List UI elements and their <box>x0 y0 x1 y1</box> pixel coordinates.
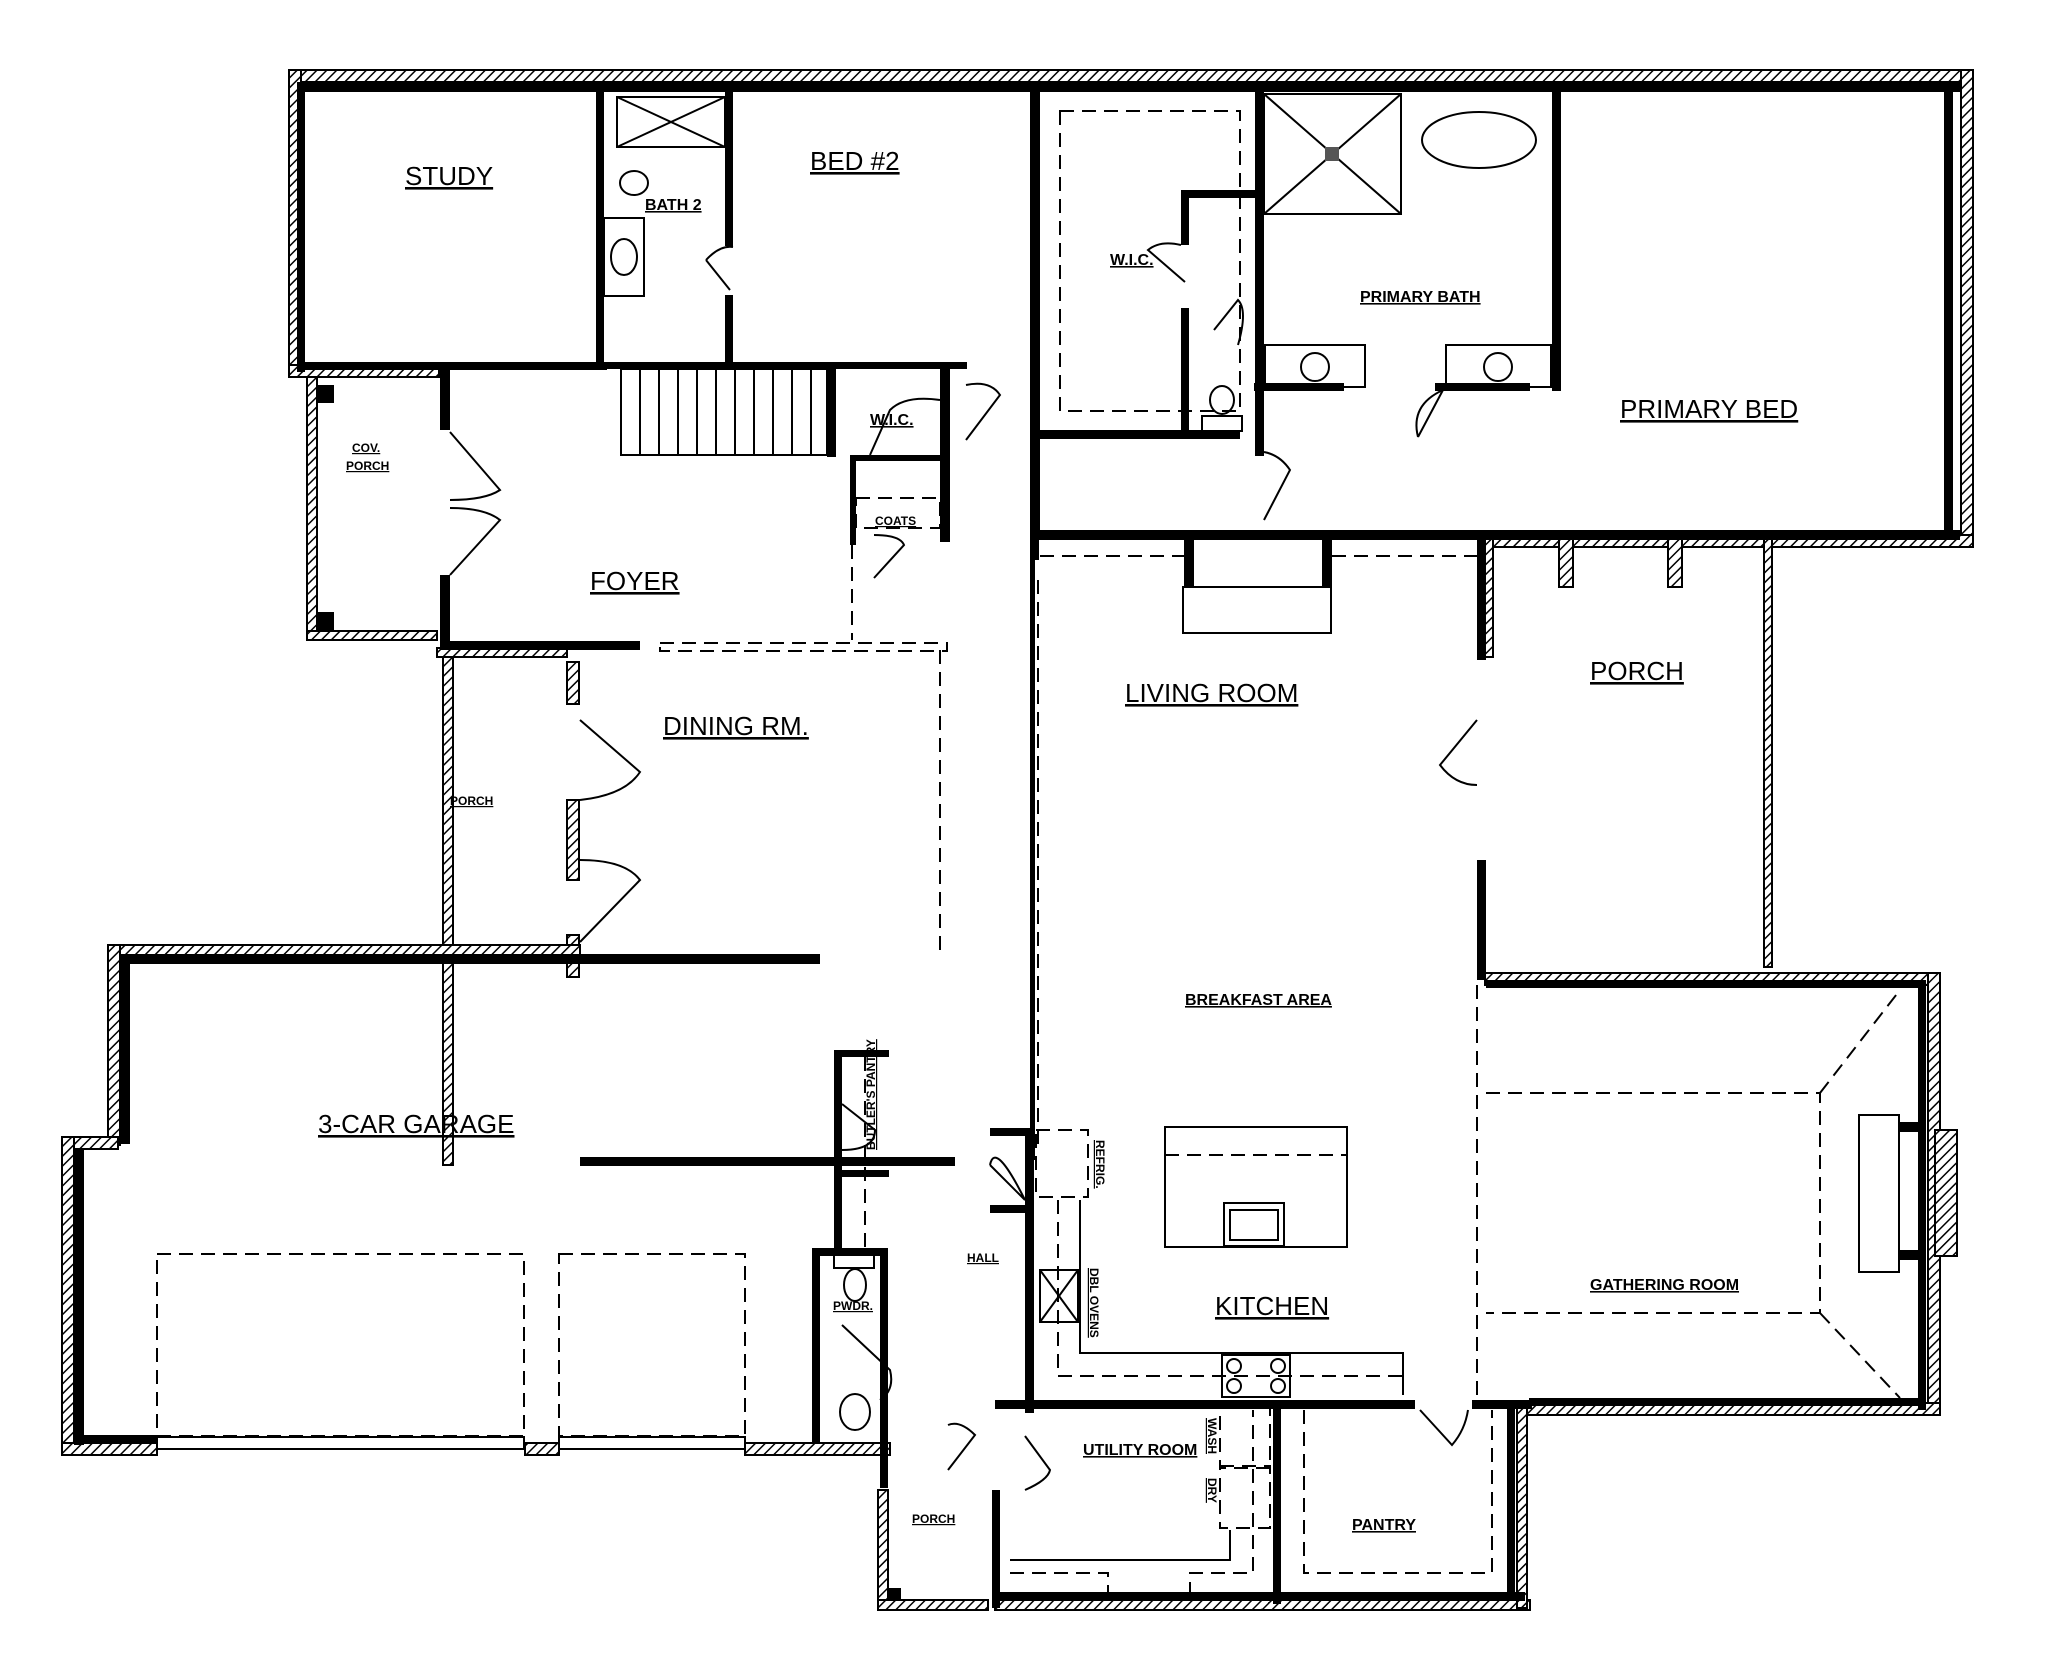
label-wash: WASH <box>1205 1418 1219 1454</box>
label-breakfast: BREAKFAST AREA <box>1185 992 1332 1009</box>
interior-walls <box>74 82 1961 1608</box>
label-bath2: BATH 2 <box>645 197 702 214</box>
label-foyer: FOYER <box>590 566 680 596</box>
label-side-porch: PORCH <box>450 794 493 808</box>
label-primary-bed: PRIMARY BED <box>1620 394 1798 424</box>
label-hall: HALL <box>967 1251 999 1265</box>
stair-treads <box>639 369 812 455</box>
label-dining: DINING RM. <box>663 711 809 741</box>
label-ovens: DBL OVENS <box>1087 1268 1101 1338</box>
fixtures <box>156 93 1919 1600</box>
label-primary-bath: PRIMARY BATH <box>1360 289 1481 306</box>
label-primary-wic: W.I.C. <box>1110 252 1154 269</box>
label-back-porch: PORCH <box>912 1512 955 1526</box>
label-cov-porch-1: COV. <box>352 441 380 455</box>
label-utility: UTILITY ROOM <box>1083 1442 1197 1459</box>
label-rear-porch: PORCH <box>1590 656 1684 686</box>
door-swings <box>449 242 1478 1491</box>
label-kitchen: KITCHEN <box>1215 1291 1329 1321</box>
label-refrig: REFRIG. <box>1093 1140 1107 1189</box>
label-dry: DRY <box>1205 1478 1219 1503</box>
label-living: LIVING ROOM <box>1125 678 1298 708</box>
label-bed2: BED #2 <box>810 146 900 176</box>
label-wic: W.I.C. <box>870 412 914 429</box>
room-labels: STUDY BED #2 BATH 2 W.I.C. PRIMARY BATH … <box>318 146 1798 1534</box>
label-butlers-pantry: BUTLER'S PANTRY <box>864 1039 878 1150</box>
label-pwdr: PWDR. <box>833 1299 873 1313</box>
label-cov-porch-2: PORCH <box>346 459 389 473</box>
label-garage: 3-CAR GARAGE <box>318 1109 515 1139</box>
label-gathering: GATHERING ROOM <box>1590 1277 1739 1294</box>
exterior-walls <box>61 69 1974 1611</box>
label-coats: COATS <box>875 514 916 528</box>
label-study: STUDY <box>405 161 493 191</box>
label-pantry: PANTRY <box>1352 1517 1416 1534</box>
